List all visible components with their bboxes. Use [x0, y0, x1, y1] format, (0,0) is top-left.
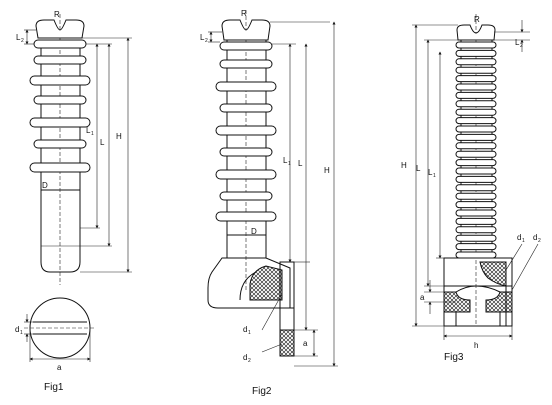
fig1-label-d1: d — [15, 325, 19, 334]
fig3-shed — [455, 142, 497, 150]
fig3-shed — [455, 150, 497, 158]
fig2-label-l1: L — [283, 156, 288, 165]
figure-2: R L 2 L 1 L H D d 1 d 2 a Fig2 — [200, 9, 338, 397]
figure-1: R L 2 L 1 L H D d 1 a Fig1 — [15, 10, 132, 393]
fig2-label-d1-sub: 1 — [248, 330, 251, 336]
fig3-shed — [455, 243, 497, 251]
fig3-shed — [455, 75, 497, 83]
fig2-label-r: R — [241, 9, 247, 18]
fig3-top-fitting — [456, 24, 496, 41]
fig1-dimensions — [24, 29, 132, 273]
fig2-sheds — [215, 41, 277, 222]
fig3-label-d1-sub: 1 — [522, 238, 525, 244]
fig3-shed — [455, 117, 497, 125]
fig3-shed — [455, 209, 497, 217]
fig3-label-l2: L — [515, 38, 520, 47]
fig3-shed — [455, 91, 497, 99]
fig3-shed — [455, 201, 497, 209]
fig2-top-fitting — [221, 19, 271, 41]
fig1-insulator-body — [40, 14, 81, 285]
fig1-cross-section — [24, 297, 96, 362]
fig1-label-d1-sub: 1 — [20, 330, 23, 336]
fig2-label-a: a — [303, 339, 308, 348]
fig3-shed — [455, 125, 497, 133]
fig3-caption: Fig3 — [444, 352, 464, 363]
fig1-label-d: D — [42, 181, 48, 190]
fig1-label-l1-sub: 1 — [91, 131, 94, 137]
fig3-label-d1: d — [517, 233, 521, 242]
fig3-shed — [455, 159, 497, 167]
fig3-shed — [455, 49, 497, 57]
fig2-label-l2: L — [200, 33, 205, 42]
fig3-shed — [455, 108, 497, 116]
fig3-shed — [455, 41, 497, 49]
fig3-shed — [455, 226, 497, 234]
fig2-label-l2-sub: 2 — [205, 38, 208, 44]
fig3-label-h-lower: h — [474, 341, 478, 350]
figure-3: R L 2 H L L 1 d 1 d 2 a h Fig3 — [401, 14, 541, 363]
fig3-shed — [455, 83, 497, 91]
fig2-label-l: L — [298, 159, 303, 168]
fig3-shed — [455, 133, 497, 141]
fig3-shed — [455, 58, 497, 66]
fig3-shed — [455, 66, 497, 74]
fig1-label-r: R — [54, 10, 60, 19]
fig1-label-l: L — [100, 138, 105, 147]
fig1-label-l2-sub: 2 — [21, 38, 24, 44]
fig3-shed — [455, 184, 497, 192]
fig2-label-d1: d — [243, 325, 247, 334]
fig1-caption: Fig1 — [44, 382, 64, 393]
fig3-label-l2-sub: 2 — [520, 43, 523, 49]
fig2-label-d2-sub: 2 — [248, 358, 251, 364]
fig3-label-r: R — [474, 15, 480, 24]
fig2-label-d: D — [251, 227, 257, 236]
fig3-label-a: a — [420, 293, 425, 302]
fig3-label-d2-sub: 2 — [538, 238, 541, 244]
fig3-shed — [455, 100, 497, 108]
fig2-base-clamp — [207, 257, 295, 357]
fig2-label-l1-sub: 1 — [288, 161, 291, 167]
fig3-shed — [455, 217, 497, 225]
fig3-shed — [455, 167, 497, 175]
fig2-dimensions — [208, 21, 338, 367]
fig1-label-a: a — [57, 363, 62, 372]
fig2-caption: Fig2 — [252, 386, 272, 397]
fig3-shed — [455, 175, 497, 183]
fig3-label-h: H — [401, 161, 407, 170]
fig3-label-l1-sub: 1 — [433, 173, 436, 179]
fig3-label-l: L — [416, 164, 421, 173]
fig1-label-h: H — [116, 132, 122, 141]
fig3-label-d2: d — [533, 233, 537, 242]
fig2-label-h: H — [324, 166, 330, 175]
fig3-sheds — [455, 41, 497, 259]
fig1-label-l2: L — [16, 33, 21, 42]
fig1-top-fitting — [35, 19, 85, 39]
fig3-shed — [455, 192, 497, 200]
fig3-dimensions — [412, 20, 539, 340]
fig2-label-d2: d — [243, 353, 247, 362]
fig3-base-fitting — [443, 257, 513, 327]
fig3-shed — [455, 251, 497, 259]
fig3-label-l1: L — [428, 168, 433, 177]
fig3-shed — [455, 234, 497, 242]
fig1-label-l1: L — [86, 126, 91, 135]
fig1-sheds — [29, 39, 91, 173]
